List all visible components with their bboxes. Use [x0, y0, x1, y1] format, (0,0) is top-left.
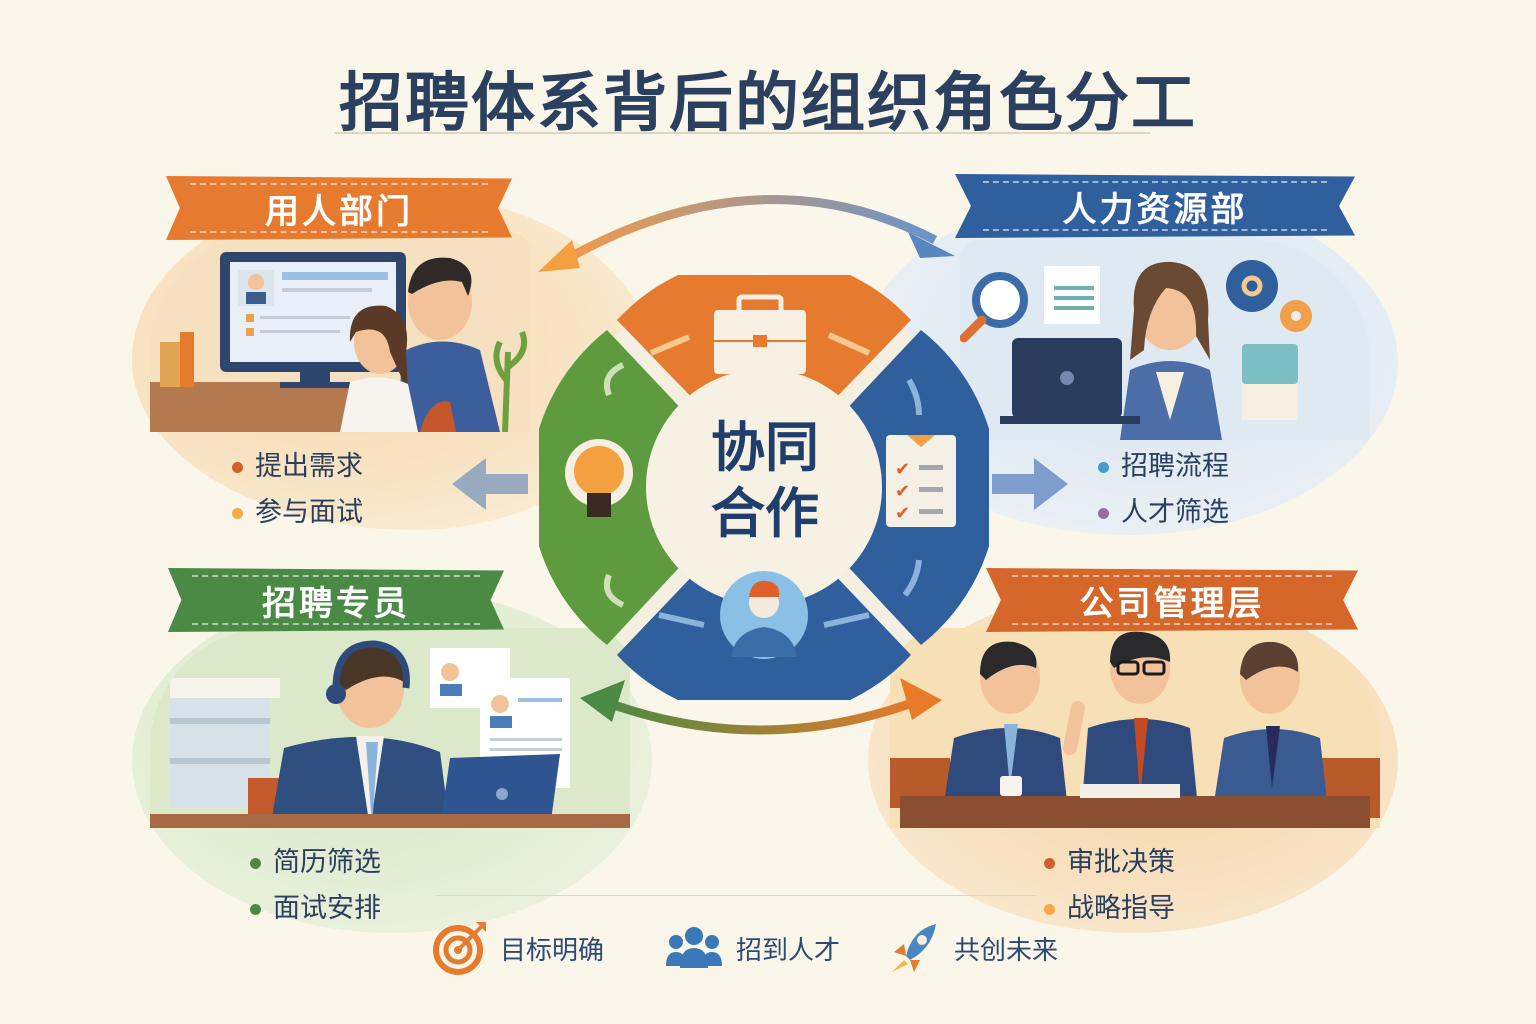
glasses-icon	[1116, 660, 1140, 676]
page-title: 招聘体系背后的组织角色分工	[339, 67, 1197, 141]
illustration-recruiter	[150, 628, 630, 828]
bullet-dot-icon	[1098, 461, 1109, 473]
magnifier-icon	[972, 272, 1028, 328]
footer-divider	[436, 895, 1036, 896]
bullet-dot-icon	[1098, 507, 1109, 519]
illustration-hiring-department	[150, 232, 530, 432]
arrowhead-left-icon	[580, 680, 625, 722]
bullet-dot-icon	[1044, 857, 1055, 869]
footer-item-future: 共创未来	[886, 920, 1058, 976]
bullet-dot-icon	[232, 507, 243, 519]
arrowhead-right-icon	[908, 232, 955, 258]
bullet-item: 招聘流程	[1098, 444, 1229, 490]
ribbon-recruiter: 招聘专员	[168, 568, 504, 632]
arrow-right-icon	[992, 458, 1068, 510]
target-icon	[433, 922, 486, 975]
arrow-left-icon	[452, 458, 528, 510]
footer-item-talent: 招到人才	[664, 920, 840, 976]
bullet-dot-icon	[250, 857, 261, 869]
arrowhead-right-icon	[900, 678, 942, 720]
bullet-dot-icon	[1044, 903, 1055, 915]
svg-text:✔: ✔	[895, 459, 910, 480]
bullet-dot-icon	[250, 903, 261, 915]
rocket-icon	[892, 924, 936, 972]
lightbulb-icon	[565, 439, 633, 517]
checklist-icon: ✔ ✔ ✔	[886, 435, 956, 527]
title-divider	[334, 132, 1150, 134]
bullet-list-recruiter: 简历筛选 面试安排	[250, 840, 381, 932]
plant-icon	[493, 330, 528, 432]
center-label: 协同 合作	[711, 416, 819, 545]
ribbon-hiring-department: 用人部门	[166, 176, 512, 240]
illustration-hr-department	[960, 240, 1370, 440]
bullet-item: 面试安排	[250, 886, 381, 932]
coffee-cup-icon	[1000, 776, 1022, 796]
person-icon	[720, 571, 808, 659]
bullet-list-hiring-department: 提出需求 参与面试	[232, 444, 363, 536]
briefcase-icon	[714, 294, 806, 374]
curved-arrow-bottom	[598, 695, 922, 735]
document-icon	[1044, 266, 1100, 324]
arrowhead-left-icon	[538, 240, 580, 272]
chat-bubble-icon	[1226, 260, 1278, 312]
people-icon	[666, 927, 722, 968]
ribbon-hr-department: 人力资源部	[955, 174, 1355, 238]
bullet-item: 审批决策	[1044, 840, 1175, 886]
footer-item-goal: 目标明确	[432, 920, 604, 976]
svg-text:✔: ✔	[895, 481, 910, 502]
table-icon	[900, 796, 1370, 828]
bullet-item: 人才筛选	[1098, 490, 1229, 536]
headset-icon	[332, 640, 410, 689]
bullet-item: 简历筛选	[250, 840, 381, 886]
bullet-item: 提出需求	[232, 444, 363, 490]
bullet-list-hr-department: 招聘流程 人才筛选	[1098, 444, 1229, 536]
bullet-item: 参与面试	[232, 490, 363, 536]
curved-arrow-top	[562, 195, 938, 264]
svg-text:✔: ✔	[895, 503, 910, 524]
bullet-dot-icon	[232, 461, 243, 473]
ribbon-management: 公司管理层	[986, 568, 1358, 632]
collaboration-wheel: ✔ ✔ ✔	[539, 275, 989, 700]
illustration-management	[890, 628, 1380, 828]
briefcase-icon	[1242, 344, 1298, 384]
bullet-list-management: 审批决策 战略指导	[1044, 840, 1175, 932]
books-icon	[160, 342, 182, 387]
bullet-item: 战略指导	[1044, 886, 1175, 932]
